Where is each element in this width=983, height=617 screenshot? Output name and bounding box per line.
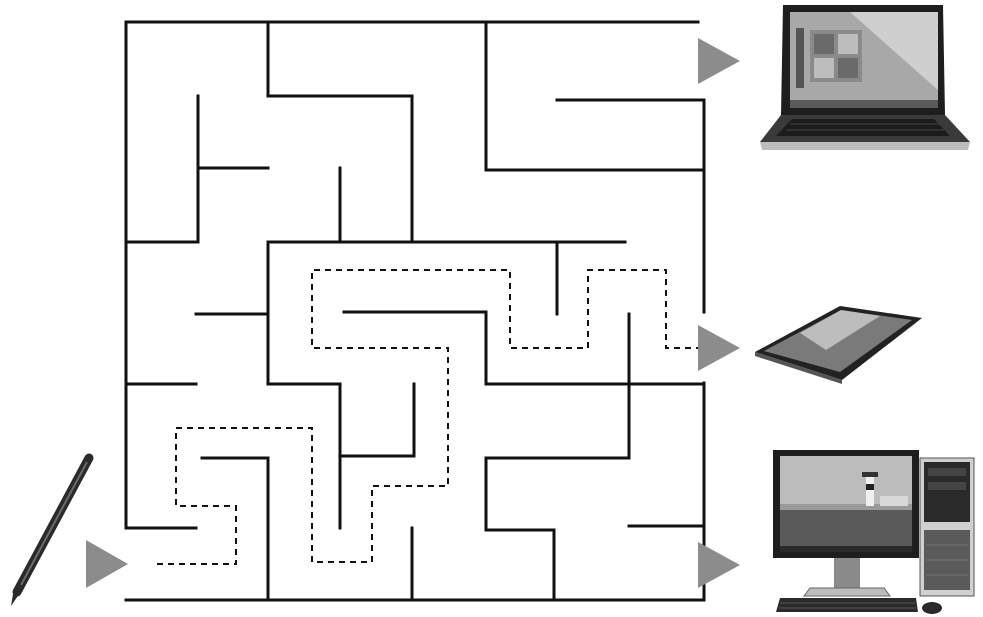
laptop-icon: [760, 5, 970, 150]
arrow-icon: [698, 38, 740, 84]
maze-walls: [126, 22, 704, 600]
arrow-icon: [698, 542, 740, 588]
stylus-icon: [11, 458, 89, 606]
tablet-icon: [755, 306, 922, 384]
arrow-icon: [698, 325, 740, 371]
arrow-icon: [86, 540, 128, 588]
desktop-computer-icon: [773, 450, 974, 614]
